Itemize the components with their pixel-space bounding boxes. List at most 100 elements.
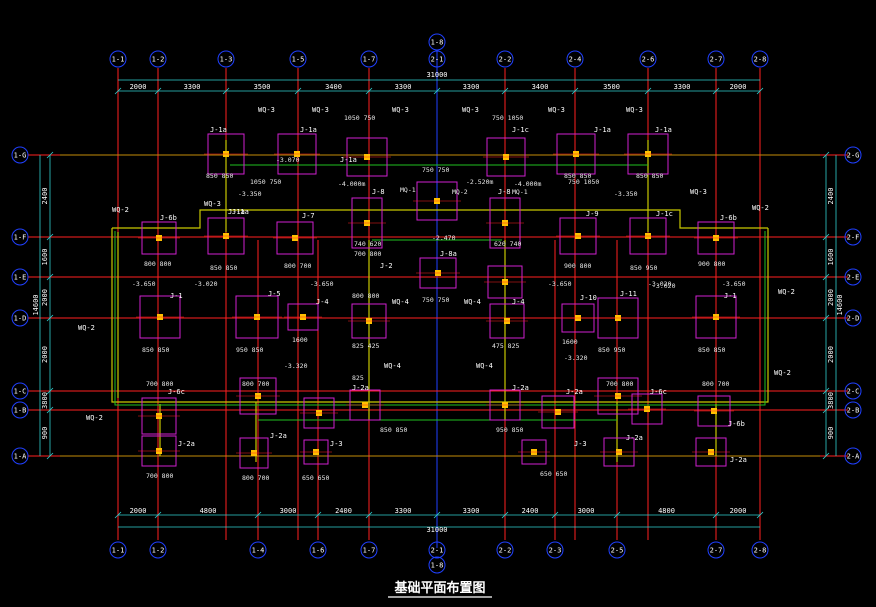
dim-tick bbox=[613, 511, 621, 519]
dim-text-top: 3500 bbox=[603, 83, 620, 91]
dim-tick bbox=[294, 87, 302, 95]
axis-bubble-left bbox=[11, 146, 29, 164]
size-label-s13: 850 950 bbox=[630, 264, 657, 272]
footing-label-j1_r: J-1 bbox=[724, 292, 737, 300]
axis-bubble-right bbox=[844, 146, 862, 164]
footing-label-j2a_7: J-2a bbox=[730, 456, 747, 464]
dim-tick bbox=[154, 87, 162, 95]
size-label-s8: 750 750 bbox=[422, 166, 449, 174]
wall-label-wq2_c: WQ-2 bbox=[778, 288, 795, 296]
level-label-l6: -3.020 bbox=[194, 280, 218, 288]
size-label-s21: 475 825 bbox=[492, 342, 519, 350]
wall-label-wq2_d: WQ-2 bbox=[78, 324, 95, 332]
footing-label-j1a_5: J-1a bbox=[655, 126, 672, 134]
dim-text-top: 3500 bbox=[254, 83, 271, 91]
dim-text-top-overall: 31000 bbox=[426, 71, 447, 79]
footing-label-j1a_3: J-1a bbox=[340, 156, 357, 164]
dim-text-bottom: 4800 bbox=[200, 507, 217, 515]
wall-label-wq4_d: WQ-4 bbox=[476, 362, 493, 370]
footing-label-j1a_4: J-1a bbox=[594, 126, 611, 134]
dim-tick bbox=[433, 87, 441, 95]
size-label-s25: 700 800 bbox=[146, 380, 173, 388]
size-label-s23: 850 950 bbox=[598, 346, 625, 354]
axis-bubble-right bbox=[844, 268, 862, 286]
size-label-s29: 650 650 bbox=[302, 474, 329, 482]
dim-text-top: 2000 bbox=[130, 83, 147, 91]
axis-bubble-bottom-label: 1-2 bbox=[152, 547, 165, 555]
axis-bubble-bottom bbox=[149, 541, 167, 559]
axis-bubble-left bbox=[11, 268, 29, 286]
dim-text-right: 2000 bbox=[827, 289, 835, 306]
dim-tick bbox=[571, 87, 579, 95]
axis-bubble-top-center bbox=[428, 33, 446, 51]
dim-tick bbox=[314, 511, 322, 519]
axis-bubble-bottom-label: 1-6 bbox=[312, 547, 325, 555]
axis-bubble-bottom bbox=[546, 541, 564, 559]
footing-label-j1_l: J-1 bbox=[170, 292, 183, 300]
dim-tick bbox=[365, 511, 373, 519]
size-label-s17: 950 850 bbox=[236, 346, 263, 354]
axis-bubble-right bbox=[844, 447, 862, 465]
wall-label-wq3_c: WQ-3 bbox=[392, 106, 409, 114]
size-label-s14: 900 800 bbox=[698, 260, 725, 268]
dim-tick bbox=[154, 511, 162, 519]
axis-bubble-top bbox=[289, 50, 307, 68]
size-label-s24: 850 850 bbox=[698, 346, 725, 354]
dim-tick bbox=[46, 151, 54, 159]
axis-bubble-top-label: 2-7 bbox=[710, 56, 723, 64]
dim-text-right: 2000 bbox=[827, 346, 835, 363]
axis-bubble-bottom-center bbox=[428, 556, 446, 574]
size-label-s27: 700 800 bbox=[606, 380, 633, 388]
dim-tick bbox=[822, 233, 830, 241]
size-label-s31: 800 700 bbox=[242, 474, 269, 482]
axis-bubble-left-label: 1-G bbox=[14, 152, 27, 160]
dimension-lines bbox=[39, 79, 837, 528]
dim-tick bbox=[822, 151, 830, 159]
axis-bubble-top bbox=[360, 50, 378, 68]
level-label-l12: -3.020 bbox=[652, 282, 676, 290]
axis-bubble-left-label: 1-F bbox=[14, 234, 27, 242]
axis-bubble-bottom bbox=[608, 541, 626, 559]
dim-text-top: 2000 bbox=[730, 83, 747, 91]
dim-tick bbox=[822, 314, 830, 322]
axis-bubble-top-label: 1-3 bbox=[220, 56, 233, 64]
axis-bubble-left-label: 1-D bbox=[14, 315, 27, 323]
axis-bubble-left bbox=[11, 309, 29, 327]
level-label-l13: -3.650 bbox=[722, 280, 746, 288]
size-label-s38: 800 800 bbox=[352, 292, 379, 300]
dim-text-bottom: 2400 bbox=[335, 507, 352, 515]
dim-tick bbox=[712, 87, 720, 95]
mq-label-2: MQ-2 bbox=[452, 188, 468, 196]
dim-tick bbox=[114, 511, 122, 519]
axis-bubbles bbox=[11, 33, 862, 574]
dim-tick bbox=[433, 511, 441, 519]
axis-bubble-top bbox=[109, 50, 127, 68]
footing-label-j2a_1: J-2a bbox=[178, 440, 195, 448]
footing-label-j10: J-10 bbox=[580, 294, 597, 302]
axis-bubble-bottom-label: 1-1 bbox=[112, 547, 125, 555]
size-label-s33: 950 850 bbox=[496, 426, 523, 434]
axis-bubble-right-label: 2-D bbox=[847, 315, 860, 323]
wall-label-wq4_c: WQ-4 bbox=[384, 362, 401, 370]
axis-bubble-right bbox=[844, 309, 862, 327]
axis-bubble-top-label: 2-8 bbox=[754, 56, 767, 64]
axis-bubble-bottom bbox=[360, 541, 378, 559]
axis-bubble-top bbox=[751, 50, 769, 68]
dim-tick bbox=[822, 387, 830, 395]
level-label-l1: -3.070 bbox=[276, 156, 300, 164]
size-label-s4: 850 850 bbox=[564, 172, 591, 180]
footing-label-j5: J-5 bbox=[268, 290, 281, 298]
footing-label-j4b: J-4 bbox=[512, 298, 525, 306]
dim-tick bbox=[365, 87, 373, 95]
dim-text-bottom: 3300 bbox=[395, 507, 412, 515]
axis-bubble-top-label: 1-7 bbox=[363, 56, 376, 64]
level-label-l14: -3.320 bbox=[284, 362, 308, 370]
footing-label-j11: J-11 bbox=[620, 290, 637, 298]
level-label-l11: -3.650 bbox=[548, 280, 572, 288]
footing-label-j2a_6: J-2a bbox=[626, 434, 643, 442]
axis-bubble-top-label: 1-2 bbox=[152, 56, 165, 64]
footing-label-j1c_2: J-1c bbox=[656, 210, 673, 218]
size-label-s30: 650 650 bbox=[540, 470, 567, 478]
dim-tick bbox=[712, 511, 720, 519]
